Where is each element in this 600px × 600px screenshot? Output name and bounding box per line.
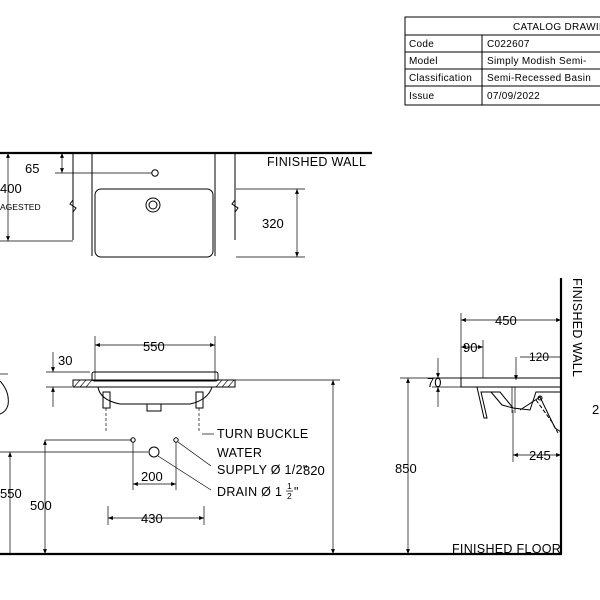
title-block-label-classification: Classification (409, 73, 472, 84)
side-view: FINISHED WALL 450 90 120 70 245 (395, 278, 599, 554)
supply-point-right (173, 437, 179, 443)
water-supply-label-2: SUPPLY Ø 1/2" (217, 463, 308, 477)
dim-820: 820 (303, 463, 325, 478)
dim-400: 400 (0, 181, 22, 196)
turn-buckle-right (195, 391, 204, 409)
dim-500: 500 (30, 498, 52, 513)
dim-320: 320 (262, 216, 284, 231)
basin-section-side (476, 386, 561, 419)
basin-bowl-front (97, 386, 213, 405)
title-block-value-classification: Semi-Recessed Basin (487, 73, 591, 84)
title-block-value-issue: 07/09/2022 (487, 91, 540, 102)
floor-label: FINISHED FLOOR (452, 542, 561, 556)
dim-65: 65 (25, 161, 39, 176)
dim-30: 30 (58, 353, 72, 368)
dim-70: 70 (427, 375, 441, 390)
left-edge-fixture (0, 380, 9, 415)
countertop-side (460, 377, 562, 388)
water-supply-label-1: WATER (217, 446, 262, 460)
dim-90: 90 (463, 340, 477, 355)
turn-buckle-label: TURN BUCKLE (217, 427, 309, 441)
title-block-label-model: Model (409, 56, 438, 67)
drain-point (148, 446, 160, 458)
drain-top-outer (145, 197, 161, 213)
countertop-front (72, 379, 236, 388)
countertop-hatch-left (73, 379, 93, 388)
basin-top-outline (94, 188, 214, 258)
supply-hose-side (535, 399, 559, 434)
dim-120: 120 (529, 350, 549, 364)
dim-245: 245 (529, 448, 551, 463)
front-view: 550 TURN BUCKLE 30 (0, 336, 340, 554)
title-block-header: CATALOG DRAWING (513, 22, 600, 33)
drain-inch: " (294, 485, 299, 499)
dim-450: 450 (495, 313, 517, 328)
title-block: CATALOG DRAWING Code C022607 Model Simpl… (404, 16, 600, 106)
top-view: FINISHED WALL 65 400 AGESTED 320 (0, 151, 372, 258)
title-block-label-issue: Issue (409, 91, 435, 102)
basin-rim-front (91, 371, 219, 382)
dim-550-top: 550 (143, 339, 165, 354)
countertop-hatch-right (215, 379, 235, 388)
title-block-value-model: Simply Modish Semi- (487, 56, 587, 67)
tap-hole (151, 169, 159, 177)
drain-frac-num: 1 (287, 481, 292, 491)
suggested-label: AGESTED (0, 202, 41, 212)
drain-label: DRAIN Ø 1 (217, 485, 282, 499)
drain-top-inner (148, 200, 158, 210)
dim-200: 200 (141, 469, 163, 484)
turn-buckle-left (102, 391, 111, 409)
side-wall-label: FINISHED WALL (570, 278, 584, 377)
drain-body-front (146, 403, 162, 412)
title-block-label-code: Code (409, 39, 434, 50)
dim-850: 850 (395, 461, 417, 476)
dim-430: 430 (141, 511, 163, 526)
top-wall-label: FINISHED WALL (267, 155, 366, 169)
trap-side (519, 396, 562, 433)
dim-550-left: 550 (0, 486, 22, 501)
title-block-value-code: C022607 (487, 39, 530, 50)
drain-frac-den: 2 (287, 491, 292, 501)
dim-2-cut: 2 (592, 402, 599, 417)
